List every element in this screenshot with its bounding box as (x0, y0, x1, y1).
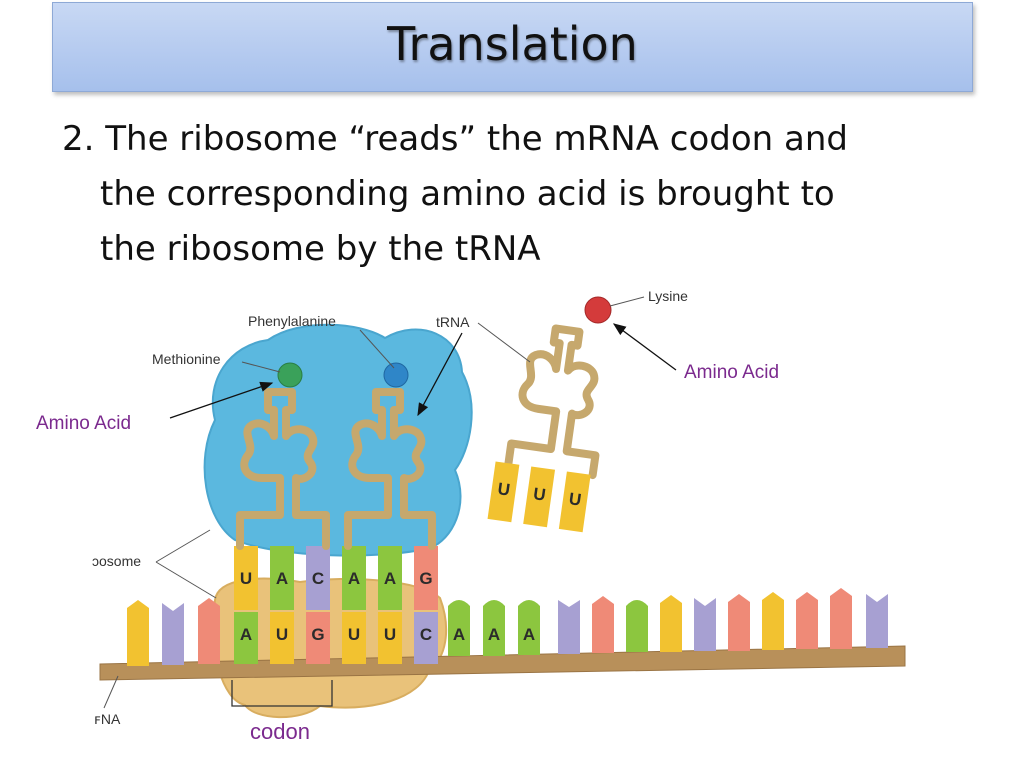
label-ribosome: ɔosome (92, 553, 141, 569)
mrna-base (830, 588, 852, 649)
anticodon-letter: U (532, 484, 547, 505)
mrna-base-letter: A (488, 625, 500, 644)
leader-line (609, 296, 645, 307)
mrna-base-letter: G (311, 625, 324, 644)
mrna-base (866, 594, 888, 648)
mrna-codon-base (483, 600, 505, 656)
phenylalanine-sphere (383, 362, 409, 388)
mrna-base-letter: U (276, 625, 288, 644)
callout-arrow (612, 323, 677, 371)
mrna-codon-base (448, 600, 470, 656)
anticodon-letter: G (419, 569, 432, 588)
callout-codon: codon (250, 719, 310, 744)
callout-arrow (417, 332, 463, 417)
anticodon-base (487, 461, 520, 523)
leader-line (155, 561, 217, 599)
mrna-base-letter: A (453, 625, 465, 644)
leader-line (477, 322, 531, 363)
mrna-codon-base (306, 612, 330, 664)
callout-arrow (169, 381, 274, 419)
anticodon-base (414, 546, 438, 610)
anticodon-letter: A (384, 569, 396, 588)
anticodon-letter: A (348, 569, 360, 588)
trna-backbone (344, 388, 436, 550)
mrna-base-letter: U (348, 625, 360, 644)
anticodon-base (523, 466, 556, 528)
label-trna-bottom: ꜰNA (94, 711, 121, 727)
callout-amino-acid-right: Amino Acid (684, 362, 779, 383)
mrna-base (626, 600, 648, 652)
body-line-3: the ribosome by the tRNA (100, 229, 541, 269)
mrna-codon-base (378, 612, 402, 664)
mrna-base (592, 596, 614, 653)
mrna-bases-left (127, 598, 220, 666)
mrna-base (728, 594, 750, 651)
mrna-base-letter: A (240, 625, 252, 644)
mrna-base-letter: U (384, 625, 396, 644)
anticodon-base (378, 546, 402, 610)
callouts: Amino Acid Amino Acid codon (36, 323, 779, 744)
leader-line (103, 675, 119, 709)
mrna-base (762, 592, 784, 650)
mrna-codon-letters: A U G U U C A A A (240, 625, 535, 644)
mrna-base (660, 595, 682, 652)
figure-labels: Phenylalanine Methionine tRNA Lysine ɔos… (92, 288, 688, 727)
body-line-2: the corresponding amino acid is brought … (100, 174, 835, 214)
codon-bracket (231, 680, 333, 707)
mrna-base-letter: C (420, 625, 432, 644)
trna-backbone (236, 388, 330, 550)
mrna-base (127, 600, 149, 666)
trna-lysine-free: U U U (487, 324, 600, 533)
mrna-codon-base (342, 612, 366, 664)
trna-methionine (236, 362, 330, 550)
leader-line (359, 329, 395, 369)
trna-backbone (504, 324, 600, 480)
callout-amino-acid-left: Amino Acid (36, 413, 131, 434)
mrna-codon-bases (234, 600, 540, 664)
mrna-codon-base (414, 612, 438, 664)
leader-line (155, 529, 211, 563)
body-line-1: 2. The ribosome “reads” the mRNA codon a… (62, 119, 848, 159)
anticodon-base (306, 546, 330, 610)
slide-body: 2. The ribosome “reads” the mRNA codon a… (62, 112, 962, 277)
mrna-bases-right (558, 588, 888, 654)
mrna-base (558, 600, 580, 654)
label-trna-top: tRNA (436, 314, 470, 330)
mrna-codon-base (518, 600, 540, 655)
anticodon-base (342, 546, 366, 610)
label-methionine: Methionine (152, 351, 221, 367)
anticodon-letter: U (240, 569, 252, 588)
anticodon-base (234, 546, 258, 610)
mrna-base (694, 598, 716, 651)
anticodon-base (270, 546, 294, 610)
mrna-base (162, 603, 184, 665)
leader-line (241, 361, 281, 373)
label-phenylalanine: Phenylalanine (248, 313, 336, 329)
mrna-codon-base (270, 612, 294, 664)
anticodon-letter: U (496, 479, 511, 500)
lysine-sphere (584, 296, 612, 324)
title-banner: Translation (52, 2, 973, 92)
trna-phenylalanine (344, 362, 436, 550)
slide-title: Translation (387, 17, 638, 71)
mrna-base-letter: A (523, 625, 535, 644)
label-lysine: Lysine (648, 288, 688, 304)
trna-anticodon-letters: U A C A A G (240, 569, 433, 588)
mrna-base (796, 592, 818, 649)
mrna-base (198, 598, 220, 664)
anticodon-letter: U (568, 489, 583, 510)
trna-anticodon-bases (234, 546, 438, 610)
anticodon-letter: A (276, 569, 288, 588)
methionine-sphere (277, 362, 303, 388)
mrna-codon-base (234, 612, 258, 664)
anticodon-letter: C (312, 569, 324, 588)
anticodon-base (558, 471, 591, 533)
